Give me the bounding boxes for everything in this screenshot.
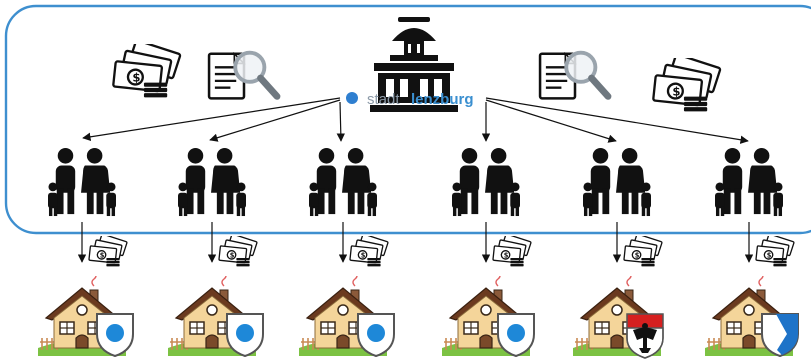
family-icon xyxy=(583,148,651,217)
family-icon xyxy=(452,148,520,217)
money-stack-icon xyxy=(88,236,128,268)
arrow-to-family-3 xyxy=(336,101,346,142)
family-icon xyxy=(309,148,377,217)
crest-eagle-icon xyxy=(626,313,664,359)
money-stack-icon xyxy=(755,236,795,268)
arrow-to-family-6 xyxy=(485,97,749,144)
document-search-icon xyxy=(540,53,608,99)
money-stack-icon xyxy=(492,236,532,268)
distribution-arrows xyxy=(82,97,749,144)
brand-word-stadt: stadt xyxy=(367,91,400,108)
houses-row xyxy=(38,276,793,356)
family-icon xyxy=(178,148,246,217)
money-stack-icon xyxy=(349,236,389,268)
family-to-house-arrows xyxy=(77,222,754,263)
crest-blue-dot-icon xyxy=(226,313,264,357)
family-icon xyxy=(715,148,783,217)
crest-blue-dot-icon xyxy=(357,313,395,357)
subsidy-money-row xyxy=(88,236,795,268)
money-stack-icon xyxy=(111,44,182,99)
money-stack-icon xyxy=(218,236,258,268)
family-icon xyxy=(48,148,116,217)
money-stack-icon xyxy=(651,58,722,113)
document-search-icon xyxy=(209,53,277,99)
municipality-frame xyxy=(4,4,811,235)
money-stack-icon xyxy=(623,236,663,268)
crest-blue-dot-icon xyxy=(96,313,134,357)
crest-diagonal-icon xyxy=(761,313,799,357)
municipality-crests xyxy=(96,313,799,359)
families-row xyxy=(48,148,783,217)
crest-blue-dot-icon xyxy=(497,313,535,357)
brand-word-lenzburg: lenzburg xyxy=(411,91,474,108)
brand-dot xyxy=(346,92,358,104)
arrow-to-family-1 xyxy=(82,97,341,141)
arrow-to-family-5 xyxy=(485,99,617,143)
arrow-to-family-2 xyxy=(209,99,341,142)
